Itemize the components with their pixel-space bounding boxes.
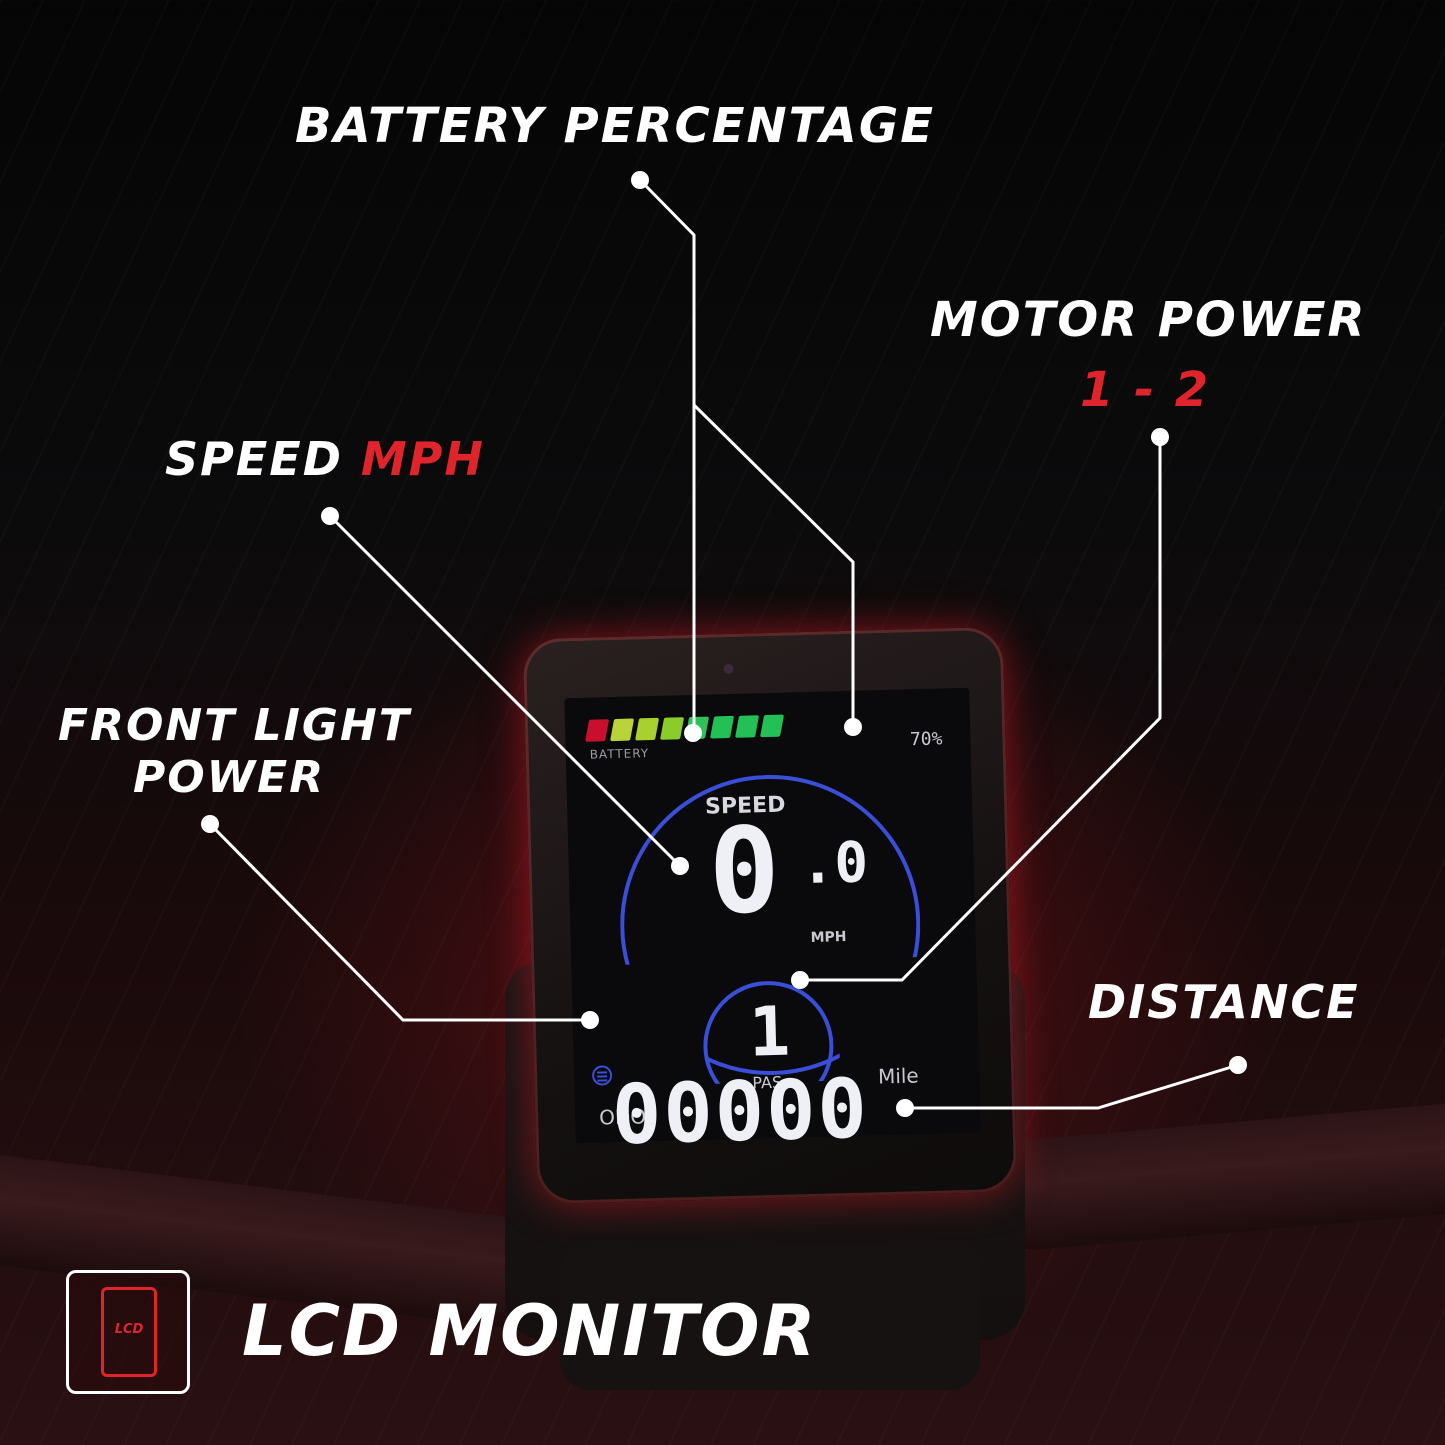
lcd-badge: LCD [66, 1270, 190, 1394]
speed-leader [328, 514, 682, 868]
battery-leader-pct [692, 403, 855, 727]
light-leader [208, 822, 590, 1022]
display-mount-foot [560, 1240, 980, 1390]
distance-callout: DISTANCE [1088, 975, 1360, 1029]
motor-power-callout: MOTOR POWER [930, 292, 1367, 348]
odo-dot [896, 1099, 914, 1117]
battery-bars-dot [684, 724, 702, 742]
lcd-monitor-title: LCD MONITOR [242, 1290, 818, 1372]
lcd-badge-screen: LCD [101, 1287, 157, 1377]
motor-power-range: 1 - 2 [1080, 362, 1211, 418]
battery-percent-dot [844, 718, 862, 736]
front-light-callout-line1: FRONT LIGHT [58, 700, 411, 751]
speed-callout-text: SPEED [165, 432, 343, 486]
pas-dot [791, 971, 809, 989]
speed-callout: SPEED MPH [165, 432, 485, 486]
motor-leader [800, 437, 1162, 982]
front-light-callout-line2: POWER [133, 752, 326, 803]
lcd-badge-text: LCD [114, 1322, 144, 1337]
battery-callout: BATTERY PERCENTAGE [295, 98, 936, 154]
light-icon-dot [581, 1011, 599, 1029]
battery-leader-a [638, 178, 696, 405]
speed-callout-unit: MPH [360, 432, 485, 486]
distance-leader [905, 1063, 1239, 1110]
speed-value-dot [671, 857, 689, 875]
